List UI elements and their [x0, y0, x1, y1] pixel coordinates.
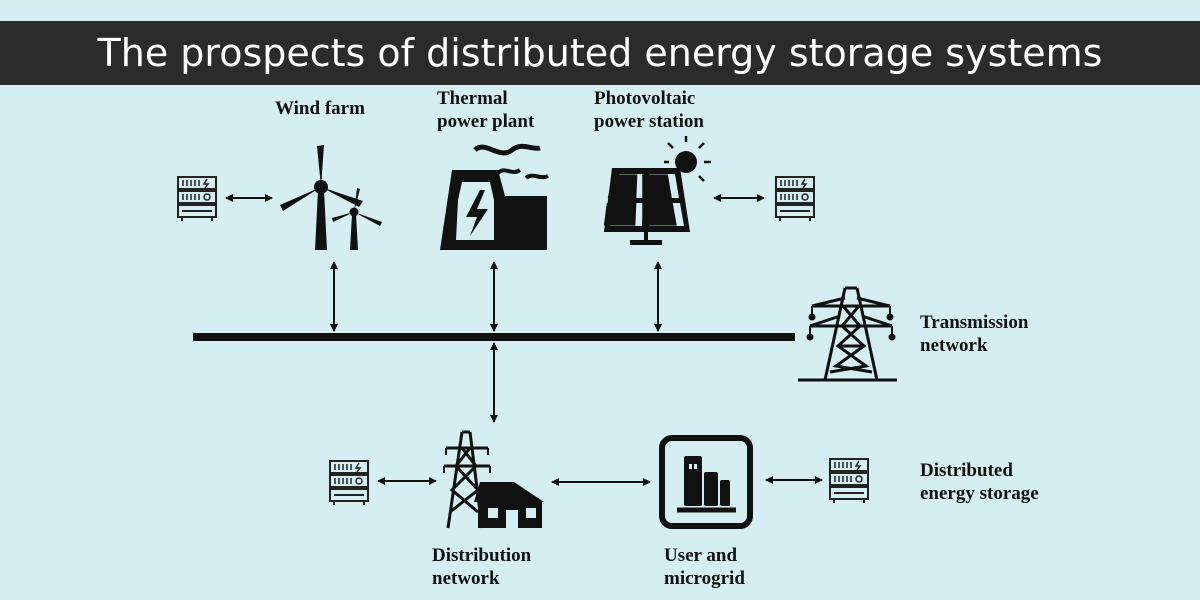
label-wind-farm: Wind farm [275, 98, 365, 119]
solar-panel-icon [603, 136, 711, 245]
battery-rack-icon [177, 176, 217, 222]
label-pv-line2: power station [594, 111, 704, 132]
battery-rack-icon [775, 176, 815, 222]
factory-lightning-icon [440, 143, 549, 250]
title-bar: The prospects of distributed energy stor… [0, 21, 1200, 85]
label-pv-line1: Photovoltaic [594, 88, 696, 109]
label-storage-line2: energy storage [920, 483, 1039, 504]
tower-house-icon [443, 430, 544, 529]
label-user-line1: User and [664, 545, 738, 566]
transmission-tower-icon [798, 286, 897, 382]
label-transmission-line2: network [920, 335, 988, 356]
label-thermal-line2: power plant [437, 111, 535, 132]
label-transmission-line1: Transmission [920, 312, 1029, 333]
battery-rack-icon [829, 458, 869, 504]
label-user-line2: microgrid [664, 568, 745, 589]
label-storage-line1: Distributed [920, 460, 1013, 481]
battery-rack-icon [329, 460, 369, 506]
page-title: The prospects of distributed energy stor… [97, 31, 1103, 75]
building-icon [659, 435, 753, 529]
label-thermal-line1: Thermal [437, 88, 508, 109]
label-distribution-line2: network [432, 568, 500, 589]
wind-turbine-icon [280, 145, 382, 250]
label-distribution-line1: Distribution [432, 545, 532, 566]
